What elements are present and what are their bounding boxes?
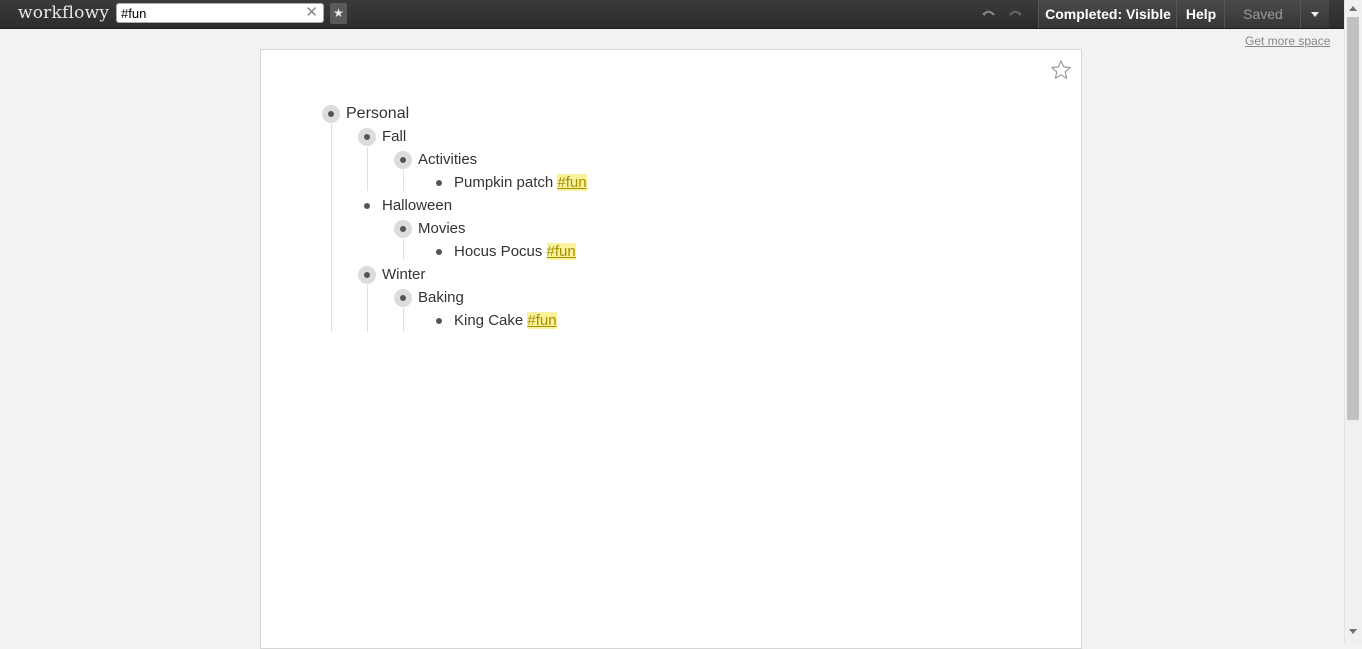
scrollbar-thumb[interactable]	[1347, 17, 1359, 420]
indent-guide	[403, 239, 404, 260]
redo-icon[interactable]	[1007, 6, 1023, 22]
app-logo[interactable]: workflowy	[18, 3, 110, 23]
undo-icon[interactable]	[981, 6, 997, 22]
list-item[interactable]: Fall	[382, 128, 407, 145]
clear-search-icon[interactable]: ✕	[305, 4, 318, 21]
collapsed-bullet[interactable]	[394, 289, 412, 307]
saved-status: Saved	[1224, 0, 1301, 28]
collapsed-bullet[interactable]	[358, 128, 376, 146]
scroll-down-arrow-icon[interactable]	[1349, 629, 1357, 634]
indent-guide	[331, 124, 332, 332]
collapsed-bullet[interactable]	[394, 220, 412, 238]
settings-menu-button[interactable]	[1300, 0, 1329, 28]
list-item[interactable]: Activities	[418, 151, 478, 168]
list-item[interactable]: Hocus Pocus #fun	[454, 243, 576, 261]
bullet[interactable]	[364, 203, 370, 209]
starred-pages-button[interactable]: ★	[330, 3, 347, 24]
list-item[interactable]: Personal	[346, 105, 410, 122]
vertical-scrollbar[interactable]	[1344, 0, 1362, 644]
tag-link[interactable]: #fun	[546, 243, 576, 260]
bullet[interactable]	[436, 318, 442, 324]
collapsed-bullet[interactable]	[394, 151, 412, 169]
search-box[interactable]: ✕	[116, 3, 324, 23]
tag-link[interactable]: #fun	[557, 174, 587, 191]
item-text: Pumpkin patch	[454, 174, 554, 191]
help-button[interactable]: Help	[1176, 0, 1225, 28]
list-item[interactable]: King Cake #fun	[454, 312, 557, 330]
get-more-space-link[interactable]: Get more space	[1245, 34, 1331, 48]
collapsed-bullet[interactable]	[322, 105, 340, 123]
bullet[interactable]	[436, 249, 442, 255]
completed-toggle-button[interactable]: Completed: Visible	[1038, 0, 1177, 28]
top-bar: workflowy ✕ ★ Completed: Visible Help Sa…	[0, 0, 1345, 29]
tag-link[interactable]: #fun	[527, 312, 557, 329]
list-item[interactable]: Movies	[418, 220, 466, 237]
indent-guide	[403, 170, 404, 191]
list-item[interactable]: Pumpkin patch #fun	[454, 174, 587, 192]
scroll-up-arrow-icon[interactable]	[1349, 6, 1357, 11]
list-item[interactable]: Halloween	[382, 197, 453, 214]
item-text: King Cake	[454, 312, 524, 329]
outline-page: Personal Fall Activities Pumpkin patch #…	[260, 49, 1082, 649]
list-item[interactable]: Winter	[382, 266, 426, 283]
item-text: Hocus Pocus	[454, 243, 543, 260]
chevron-down-icon	[1311, 12, 1319, 17]
search-input[interactable]	[121, 5, 299, 21]
bullet[interactable]	[436, 180, 442, 186]
indent-guide	[367, 285, 368, 332]
collapsed-bullet[interactable]	[358, 266, 376, 284]
list-item[interactable]: Baking	[418, 289, 464, 306]
indent-guide	[367, 147, 368, 191]
indent-guide	[403, 308, 404, 332]
star-page-icon[interactable]	[1050, 59, 1072, 81]
